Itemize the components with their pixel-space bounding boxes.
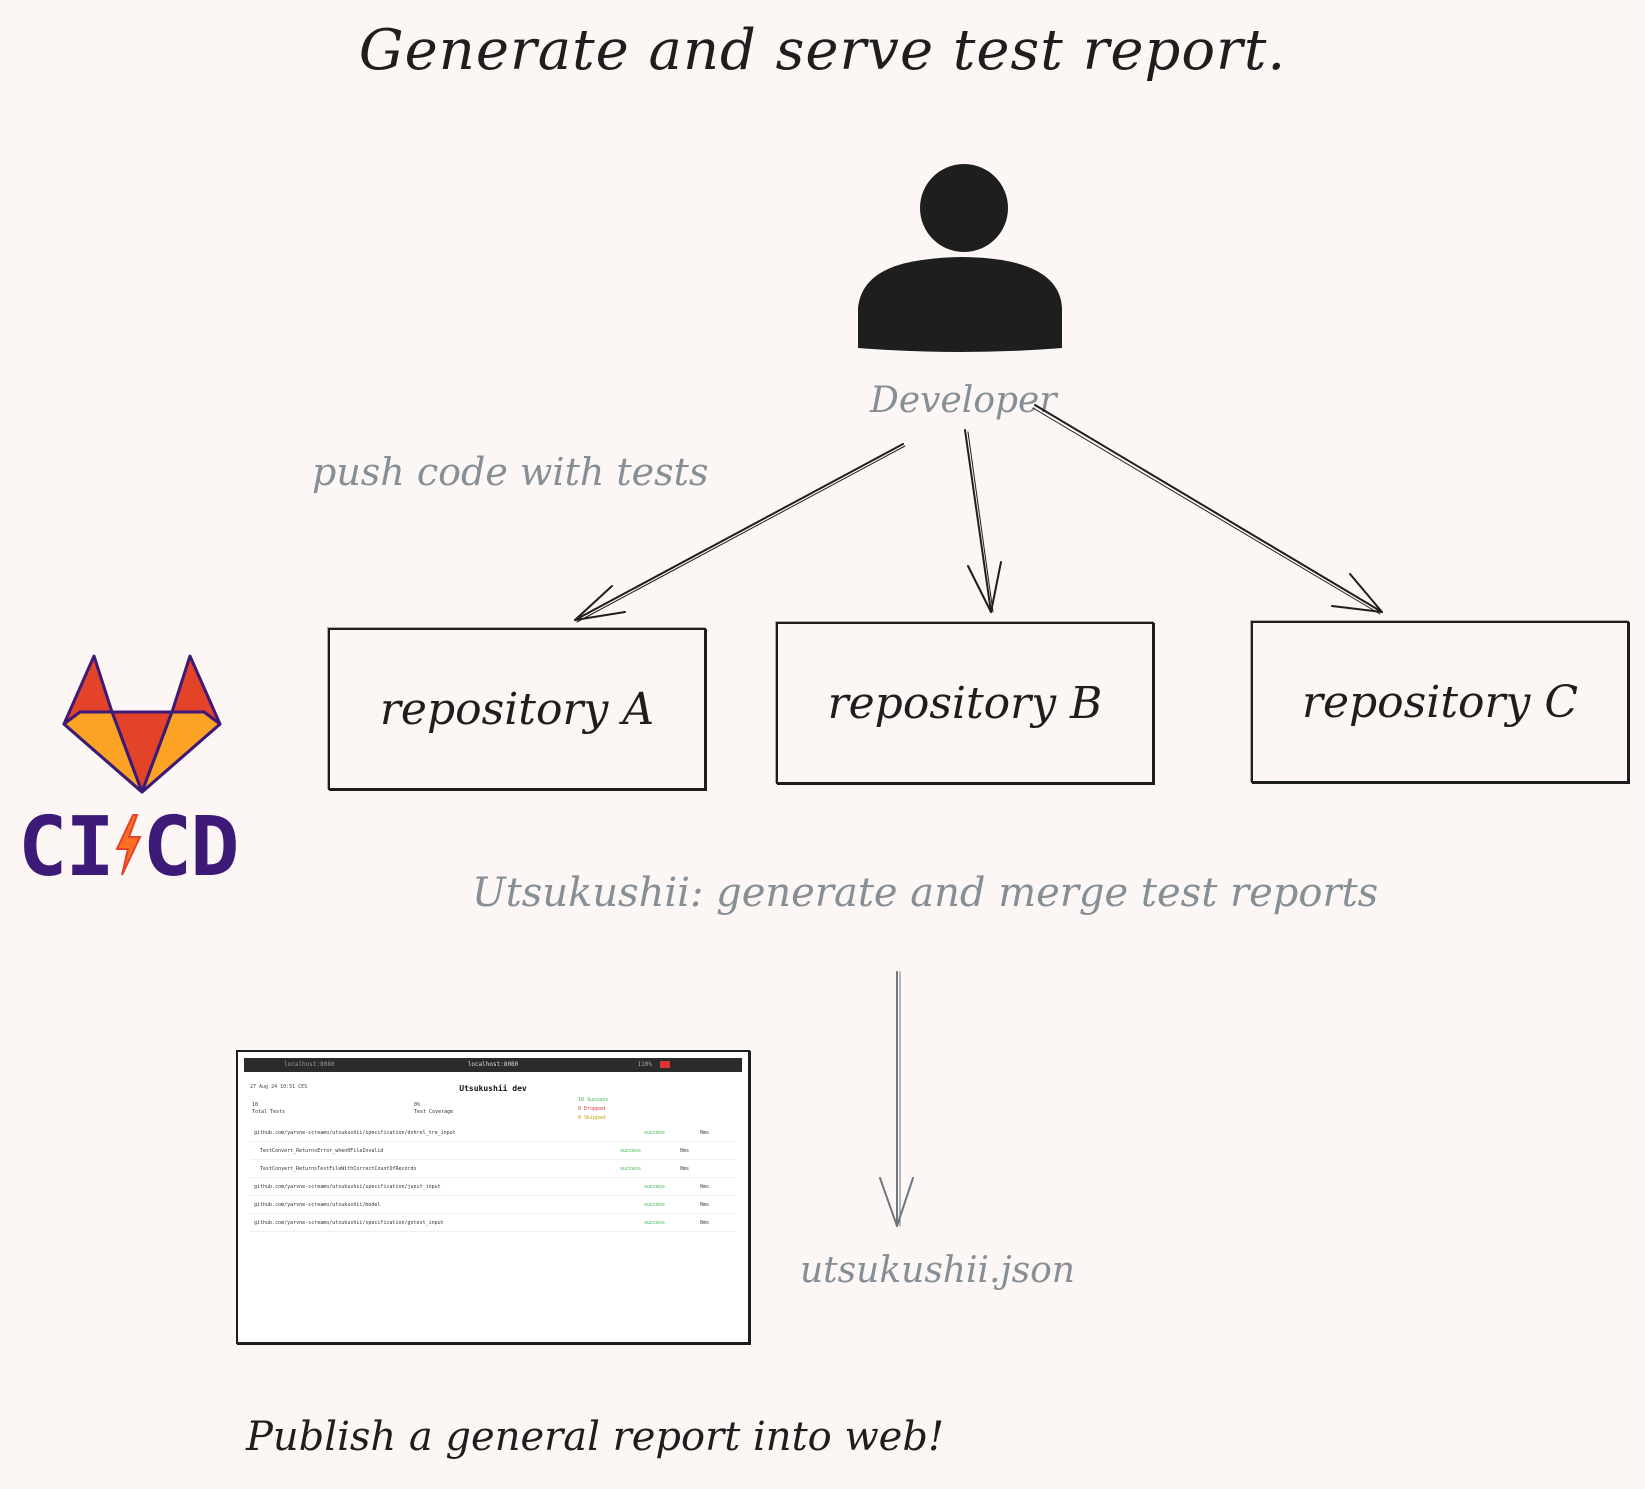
table-row: TestConvert_ReturnsError_when0FileInvali… <box>250 1142 736 1160</box>
table-row: github.com/yarvne-screamo/utsukushii/mod… <box>250 1196 736 1214</box>
repository-b-label: repository B <box>827 677 1103 729</box>
browser-zoom: 110% <box>637 1061 652 1068</box>
row-status: success <box>644 1130 666 1136</box>
cicd-logo-text: CI CD <box>18 800 240 895</box>
cicd-right-text: CD <box>142 800 240 895</box>
person-icon <box>858 164 1062 352</box>
row-path: TestConvert_ReturnsTestFileWithCorrectCo… <box>260 1166 417 1172</box>
row-path: github.com/yarvne-screamo/utsukushii/spe… <box>254 1220 444 1226</box>
row-duration: 0ms <box>680 1166 690 1172</box>
legend-dropped: 0 Dropped <box>578 1106 606 1112</box>
row-duration: 0ms <box>700 1202 710 1208</box>
browser-toolbar: localhost:8080 localhost:8080 110% <box>244 1058 742 1072</box>
page-title: Generate and serve test report. <box>358 18 1287 83</box>
repository-a-label: repository A <box>379 683 655 735</box>
row-path: github.com/yarvne-screamo/utsukushii/mod… <box>254 1202 381 1208</box>
browser-url: localhost:8080 <box>467 1061 519 1068</box>
gitlab-fox-icon <box>62 654 222 794</box>
row-duration: 0ms <box>680 1148 690 1154</box>
total-tests-label: Total Tests <box>252 1109 286 1115</box>
publish-label: Publish a general report into web! <box>246 1414 945 1460</box>
row-status: success <box>620 1148 642 1154</box>
table-row: TestConvert_ReturnsTestFileWithCorrectCo… <box>250 1160 736 1178</box>
json-file-label: utsukushii.json <box>800 1250 1075 1291</box>
report-header: 27 Aug 24 10:51 CES Utsukushii dev 10 To… <box>238 1072 748 1124</box>
report-preview: localhost:8080 localhost:8080 110% 27 Au… <box>236 1050 750 1344</box>
arrow-to-repo-b <box>964 429 1002 613</box>
coverage-stat: 0% Test Coverage <box>414 1102 453 1116</box>
row-status: success <box>644 1220 666 1226</box>
total-tests-value: 10 <box>252 1102 259 1108</box>
browser-extension-icon <box>660 1061 670 1068</box>
lightning-bolt-icon <box>115 814 142 876</box>
table-row: github.com/yarvne-screamo/utsukushii/spe… <box>250 1178 736 1196</box>
table-row: github.com/yarvne-screamo/utsukushii/spe… <box>250 1214 736 1232</box>
row-status: success <box>644 1202 666 1208</box>
repository-a-box: repository A <box>328 628 706 790</box>
browser-address: localhost:8080 <box>284 1061 335 1068</box>
legend-success: 10 Success <box>578 1097 609 1103</box>
row-duration: 0ms <box>700 1220 710 1226</box>
cicd-left-text: CI <box>18 800 115 895</box>
coverage-label: Test Coverage <box>414 1109 454 1115</box>
legend-skipped: 0 Skipped <box>578 1115 606 1121</box>
repository-c-box: repository C <box>1251 621 1629 783</box>
row-path: TestConvert_ReturnsError_when0FileInvali… <box>260 1148 384 1154</box>
row-duration: 0ms <box>700 1184 710 1190</box>
row-path: github.com/yarvne-screamo/utsukushii/spe… <box>254 1130 456 1136</box>
row-status: success <box>644 1184 666 1190</box>
arrow-to-json <box>879 971 914 1227</box>
utsukushii-label: Utsukushii: generate and merge test repo… <box>472 870 1379 916</box>
developer-label: Developer <box>870 380 1057 421</box>
total-tests-stat: 10 Total Tests <box>252 1102 285 1116</box>
report-date: 27 Aug 24 10:51 CES <box>250 1084 308 1090</box>
results-legend: 10 Success 0 Dropped 0 Skipped <box>578 1096 608 1123</box>
arrow-to-repo-c <box>1032 404 1383 615</box>
table-row: github.com/yarvne-screamo/utsukushii/spe… <box>250 1124 736 1142</box>
row-duration: 0ms <box>700 1130 710 1136</box>
repository-b-box: repository B <box>776 622 1154 784</box>
arrow-to-repo-a <box>574 443 906 623</box>
repository-c-label: repository C <box>1301 676 1579 728</box>
row-path: github.com/yarvne-screamo/utsukushii/spe… <box>254 1184 441 1190</box>
push-code-label: push code with tests <box>312 450 709 494</box>
report-title: Utsukushii dev <box>459 1084 527 1093</box>
row-status: success <box>620 1166 642 1172</box>
coverage-value: 0% <box>414 1102 421 1108</box>
